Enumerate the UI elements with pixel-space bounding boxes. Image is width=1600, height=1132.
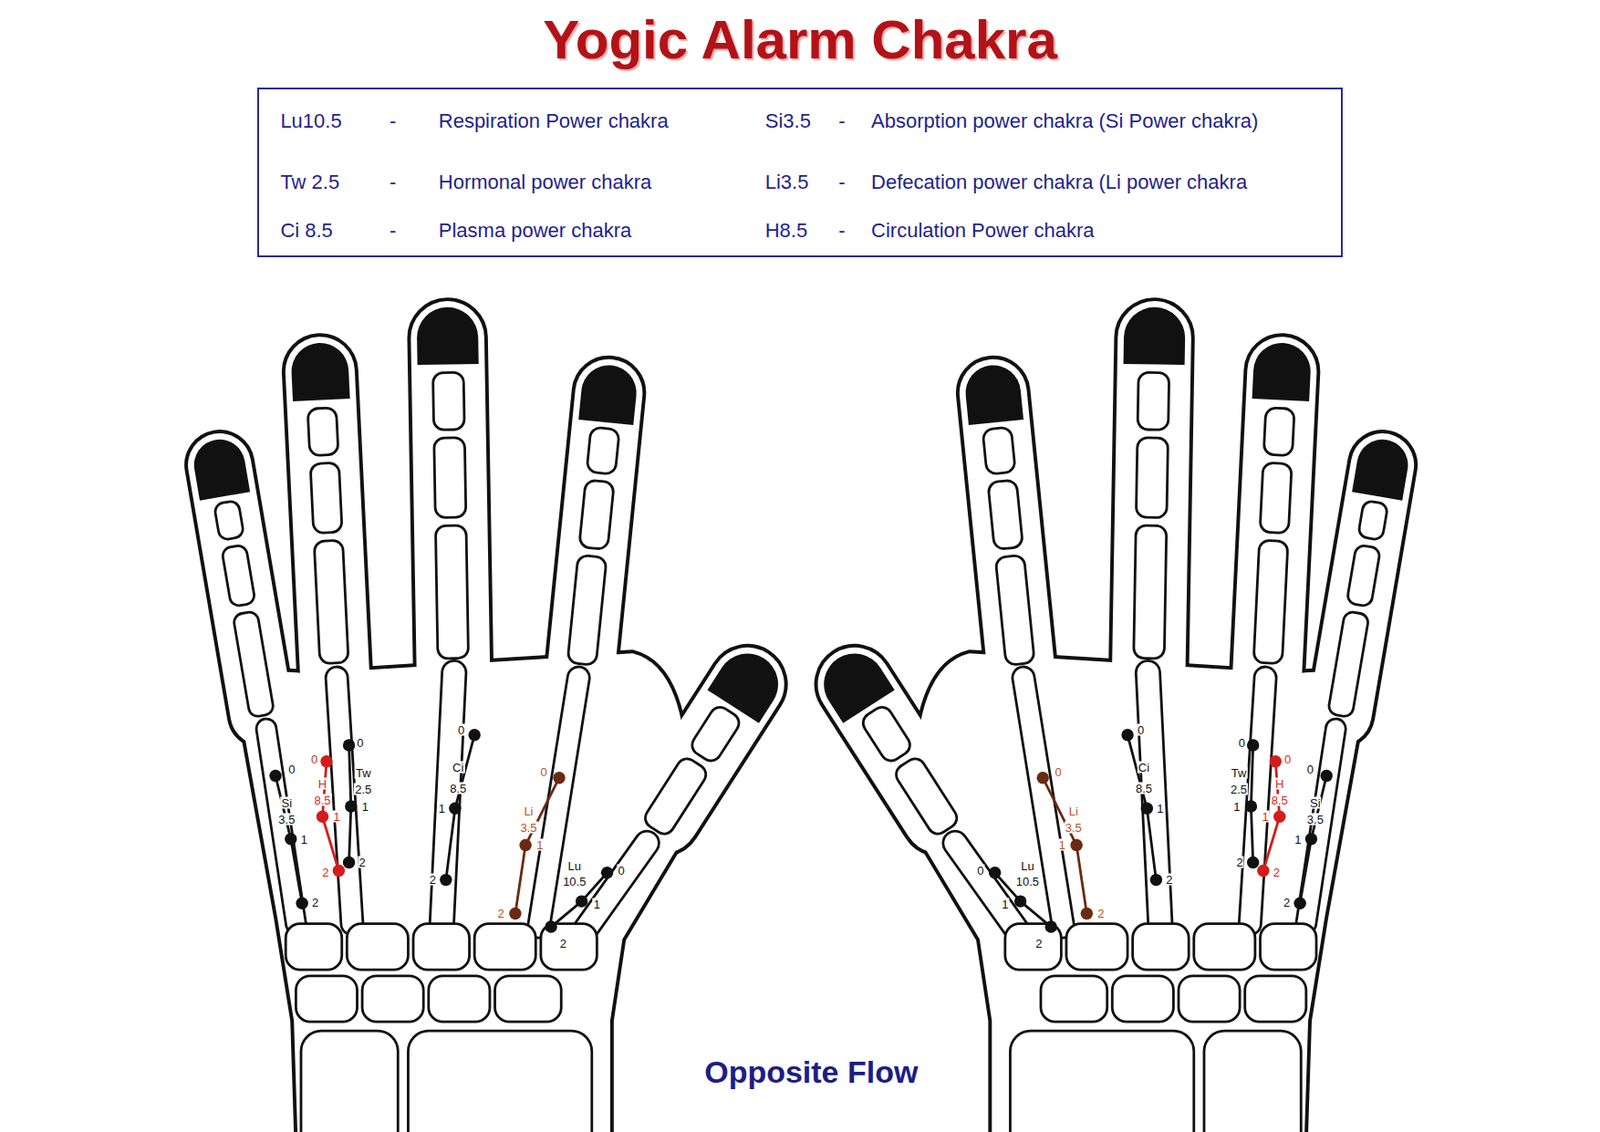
point-label: 2 <box>357 856 366 869</box>
point-label: 2.5 <box>1229 782 1248 795</box>
point-label: Li <box>522 805 534 818</box>
point-label: 1 <box>1260 810 1269 822</box>
point-label: 2 <box>497 907 506 920</box>
chakra-code: Tw 2.5 <box>280 171 340 194</box>
point-label: 2 <box>311 895 320 908</box>
point-label: 2 <box>1034 936 1043 949</box>
point-label: 1 <box>1293 832 1302 845</box>
dash: - <box>389 218 396 241</box>
left-hand <box>183 300 799 1132</box>
point-label: Li <box>1068 805 1080 818</box>
point-label: H <box>317 778 328 790</box>
point-label: 1 <box>332 810 342 822</box>
point-label: 8.5 <box>1134 781 1154 794</box>
point-label: 0 <box>1306 763 1315 776</box>
point-label: 1 <box>300 832 309 845</box>
caption: Opposite Flow <box>704 1056 918 1088</box>
point-label: Ci <box>1137 761 1151 774</box>
chakra-code: Si3.5 <box>765 110 811 133</box>
point-label: Lu <box>567 859 582 872</box>
dash: - <box>389 171 396 194</box>
point-label: 8.5 <box>1270 794 1289 807</box>
point-label: 1 <box>1058 839 1067 852</box>
point-label: 1 <box>535 839 544 852</box>
point-label: 2 <box>1282 895 1291 908</box>
point-label: 0 <box>1136 723 1145 736</box>
point-label: 10.5 <box>1015 875 1040 888</box>
point-label: 8.5 <box>312 794 332 807</box>
point-label: 1 <box>361 800 370 812</box>
dash: - <box>838 218 845 241</box>
point-label: 3.5 <box>1064 821 1083 834</box>
point-label: 2 <box>1164 873 1174 886</box>
chakra-name: Respiration Power chakra <box>438 110 669 133</box>
title: Yogic Alarm Chakra <box>0 12 1600 68</box>
point-label: 2 <box>428 873 437 886</box>
point-label: Lu <box>1019 859 1035 872</box>
point-label: 0 <box>1283 753 1292 766</box>
point-label: 1 <box>592 898 602 911</box>
point-label: 0 <box>310 753 319 766</box>
point-label: 2 <box>321 866 330 879</box>
chakra-name: Circulation Power chakra <box>871 218 1095 241</box>
right-hand <box>803 300 1419 1132</box>
chakra-name: Plasma power chakra <box>438 218 633 241</box>
chakra-name: Absorption power chakra (Si Power chakra… <box>871 110 1258 133</box>
point-label: 2.5 <box>353 782 373 795</box>
point-label: 2 <box>1096 907 1105 920</box>
point-label: H <box>1274 778 1285 790</box>
point-label: 1 <box>1155 801 1164 814</box>
chakra-code: Lu10.5 <box>280 110 342 133</box>
point-label: 1 <box>1000 898 1009 911</box>
point-label: 3.5 <box>277 813 296 826</box>
point-label: 2 <box>559 936 568 949</box>
point-label: 0 <box>617 864 626 877</box>
point-label: 1 <box>437 801 447 814</box>
dash: - <box>838 171 845 194</box>
chakra-code: Ci 8.5 <box>280 218 333 241</box>
point-label: Si <box>1309 797 1322 810</box>
point-label: 0 <box>1237 737 1247 749</box>
point-label: 3.5 <box>519 821 538 834</box>
dash: - <box>838 110 845 133</box>
point-label: 0 <box>287 763 296 776</box>
point-label: Tw <box>1230 766 1248 779</box>
point-label: 0 <box>1053 765 1062 778</box>
point-label: Si <box>280 797 294 810</box>
key-table: Lu10.5 - Respiration Power chakra Si3.5 - Abs… <box>257 87 1343 258</box>
point-label: 2 <box>1236 856 1245 869</box>
point-label: Tw <box>354 766 373 779</box>
point-label: 0 <box>540 765 549 778</box>
point-label: 0 <box>457 723 466 736</box>
point-label: 0 <box>976 864 985 877</box>
chakra-name: Defecation power chakra (Li power chakra <box>871 171 1247 194</box>
point-label: 3.5 <box>1306 813 1325 826</box>
point-label: 2 <box>1272 866 1281 879</box>
chakra-code: H8.5 <box>765 218 808 241</box>
point-label: 0 <box>355 737 364 749</box>
dash: - <box>389 110 396 133</box>
point-label: Ci <box>451 761 465 774</box>
chakra-name: Hormonal power chakra <box>438 171 653 194</box>
point-label: 8.5 <box>448 781 468 794</box>
point-label: 10.5 <box>561 875 587 888</box>
chakra-code: Li3.5 <box>765 171 810 194</box>
point-label: 1 <box>1232 800 1241 812</box>
